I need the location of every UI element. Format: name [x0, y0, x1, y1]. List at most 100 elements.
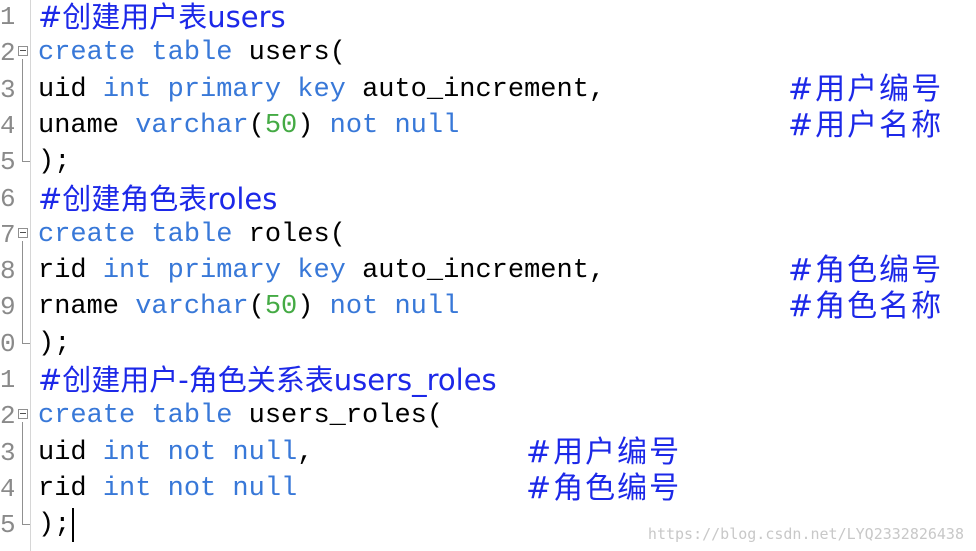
code-text[interactable]: );: [38, 507, 70, 543]
code-line[interactable]: 3 uid int primary key auto_increment, #用户编…: [0, 72, 976, 108]
fold-guide-line: [22, 422, 23, 508]
code-line[interactable]: 7 create table roles(: [0, 217, 976, 253]
line-number: 6: [0, 183, 14, 214]
code-text[interactable]: uname varchar(50) not null: [38, 108, 459, 144]
comment-token: #创建角色表roles: [38, 181, 278, 216]
number-token: 50: [264, 292, 298, 323]
identifier-token: ,: [297, 437, 314, 468]
identifier-token: );: [38, 510, 71, 541]
line-number: 5: [0, 147, 14, 178]
code-text[interactable]: uid int not null,: [38, 435, 313, 471]
code-text[interactable]: rid int not null: [38, 471, 297, 507]
keyword-token: int primary key: [102, 74, 363, 105]
line-number-gutter: [0, 0, 30, 551]
identifier-token: auto_increment,: [362, 74, 606, 105]
line-number: 7: [0, 219, 14, 250]
number-token: 50: [264, 110, 298, 141]
code-line[interactable]: 6 #创建角色表roles: [0, 181, 976, 217]
trailing-comment: #用户名称: [788, 107, 944, 143]
line-number: 4: [0, 110, 14, 141]
line-number: 1: [0, 365, 14, 395]
identifier-token: roles(: [248, 219, 346, 250]
code-text[interactable]: rname varchar(50) not null: [38, 289, 459, 325]
code-text[interactable]: );: [38, 144, 70, 180]
keyword-token: int not null: [102, 437, 298, 468]
fold-end-marker: [22, 507, 30, 526]
keyword-token: varchar: [135, 110, 249, 141]
trailing-comment: #用户编号: [526, 434, 682, 470]
identifier-token: users(: [248, 38, 346, 69]
trailing-comment: #用户编号: [788, 71, 944, 107]
keyword-token: varchar: [135, 292, 249, 323]
line-number: 0: [0, 328, 14, 359]
code-text[interactable]: rid int primary key auto_increment,: [38, 253, 605, 289]
line-number: 4: [0, 473, 14, 504]
trailing-comment: #角色编号: [788, 253, 944, 289]
text-cursor: [72, 508, 74, 543]
identifier-token: );: [38, 328, 71, 359]
identifier-token: uid: [38, 437, 103, 468]
code-text[interactable]: );: [38, 326, 70, 362]
code-line[interactable]: 2 create table users_roles(: [0, 398, 976, 434]
keyword-token: create table: [38, 219, 249, 250]
keyword-token: create table: [38, 401, 249, 432]
identifier-token: uname: [38, 110, 136, 141]
watermark: https://blog.csdn.net/LYQ2332826438: [647, 525, 964, 543]
identifier-token: users_roles(: [248, 401, 444, 432]
line-number: 8: [0, 256, 14, 287]
keyword-token: not null: [329, 292, 460, 323]
code-text[interactable]: create table roles(: [38, 217, 346, 253]
code-line[interactable]: 1 #创建用户-角色关系表users_roles: [0, 362, 976, 398]
code-line[interactable]: 3 uid int not null, #用户编号: [0, 435, 976, 471]
identifier-token: auto_increment,: [362, 256, 606, 287]
line-number: 3: [0, 74, 14, 105]
code-line[interactable]: 8 rid int primary key auto_increment, #角色编…: [0, 253, 976, 289]
code-line[interactable]: 4 rid int not null #角色编号: [0, 471, 976, 507]
comment-token: #创建用户-角色关系表users_roles: [38, 363, 497, 397]
identifier-token: (: [248, 110, 265, 141]
code-text[interactable]: #创建用户-角色关系表users_roles: [38, 362, 497, 402]
fold-end-marker: [22, 144, 30, 163]
line-number: 5: [0, 510, 14, 541]
code-line[interactable]: 5);: [0, 507, 976, 543]
keyword-token: int primary key: [102, 256, 363, 287]
identifier-token: rname: [38, 292, 136, 323]
line-number: 1: [0, 2, 14, 32]
fold-end-marker: [22, 325, 30, 344]
comment-token: #创建用户表users: [38, 0, 286, 34]
gutter-divider: [30, 0, 31, 551]
code-line[interactable]: 2 create table users(: [0, 35, 976, 71]
code-line[interactable]: 9 rname varchar(50) not null #角色名称: [0, 289, 976, 325]
fold-toggle-icon[interactable]: [18, 227, 28, 238]
code-line[interactable]: 4 uname varchar(50) not null #用户名称: [0, 108, 976, 144]
code-text[interactable]: uid int primary key auto_increment,: [38, 72, 605, 108]
keyword-token: int not null: [102, 473, 298, 504]
keyword-token: create table: [38, 38, 249, 69]
code-line[interactable]: 0);: [0, 325, 976, 362]
line-number: 2: [0, 38, 14, 69]
line-number: 3: [0, 437, 14, 468]
code-text[interactable]: create table users_roles(: [38, 398, 443, 434]
fold-guide-line: [22, 240, 23, 326]
code-text[interactable]: #创建用户表users: [38, 0, 286, 39]
line-number: 2: [0, 401, 14, 432]
code-line[interactable]: 5);: [0, 144, 976, 180]
identifier-token: uid: [38, 74, 103, 105]
fold-toggle-icon[interactable]: [18, 46, 28, 57]
identifier-token: );: [38, 147, 71, 178]
code-text[interactable]: create table users(: [38, 35, 346, 71]
identifier-token: ): [297, 292, 330, 323]
line-number: 9: [0, 292, 14, 323]
keyword-token: not null: [329, 110, 460, 141]
identifier-token: rid: [38, 256, 103, 287]
identifier-token: (: [248, 292, 265, 323]
trailing-comment: #角色名称: [788, 289, 944, 325]
fold-toggle-icon[interactable]: [18, 409, 28, 420]
identifier-token: rid: [38, 473, 103, 504]
code-text[interactable]: #创建角色表roles: [38, 181, 277, 221]
code-line[interactable]: 1 #创建用户表users: [0, 0, 976, 35]
fold-guide-line: [22, 59, 23, 145]
trailing-comment: #角色编号: [526, 470, 682, 506]
identifier-token: ): [297, 110, 330, 141]
